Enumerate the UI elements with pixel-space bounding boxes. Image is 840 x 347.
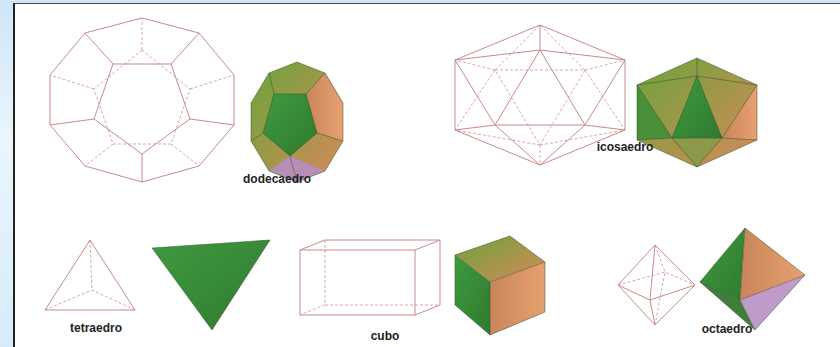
shape-name: cubo xyxy=(371,329,400,343)
shape-name: octaedro xyxy=(702,322,753,336)
tetrahedron-wireframe xyxy=(45,240,135,310)
octahedron-solid xyxy=(700,228,805,330)
dodecahedron-solid xyxy=(251,62,343,182)
shape-name: dodecaedro xyxy=(243,172,311,186)
octahedron-wireframe xyxy=(618,245,695,325)
tetrahedron-solid xyxy=(152,240,270,330)
icosahedron-solid xyxy=(637,58,757,167)
cube-solid xyxy=(455,236,545,335)
cube-wireframe xyxy=(300,240,440,315)
shape-name: icosaedro xyxy=(597,140,654,154)
shape-name: tetraedro xyxy=(70,321,122,335)
dodecahedron-wireframe xyxy=(50,18,234,182)
